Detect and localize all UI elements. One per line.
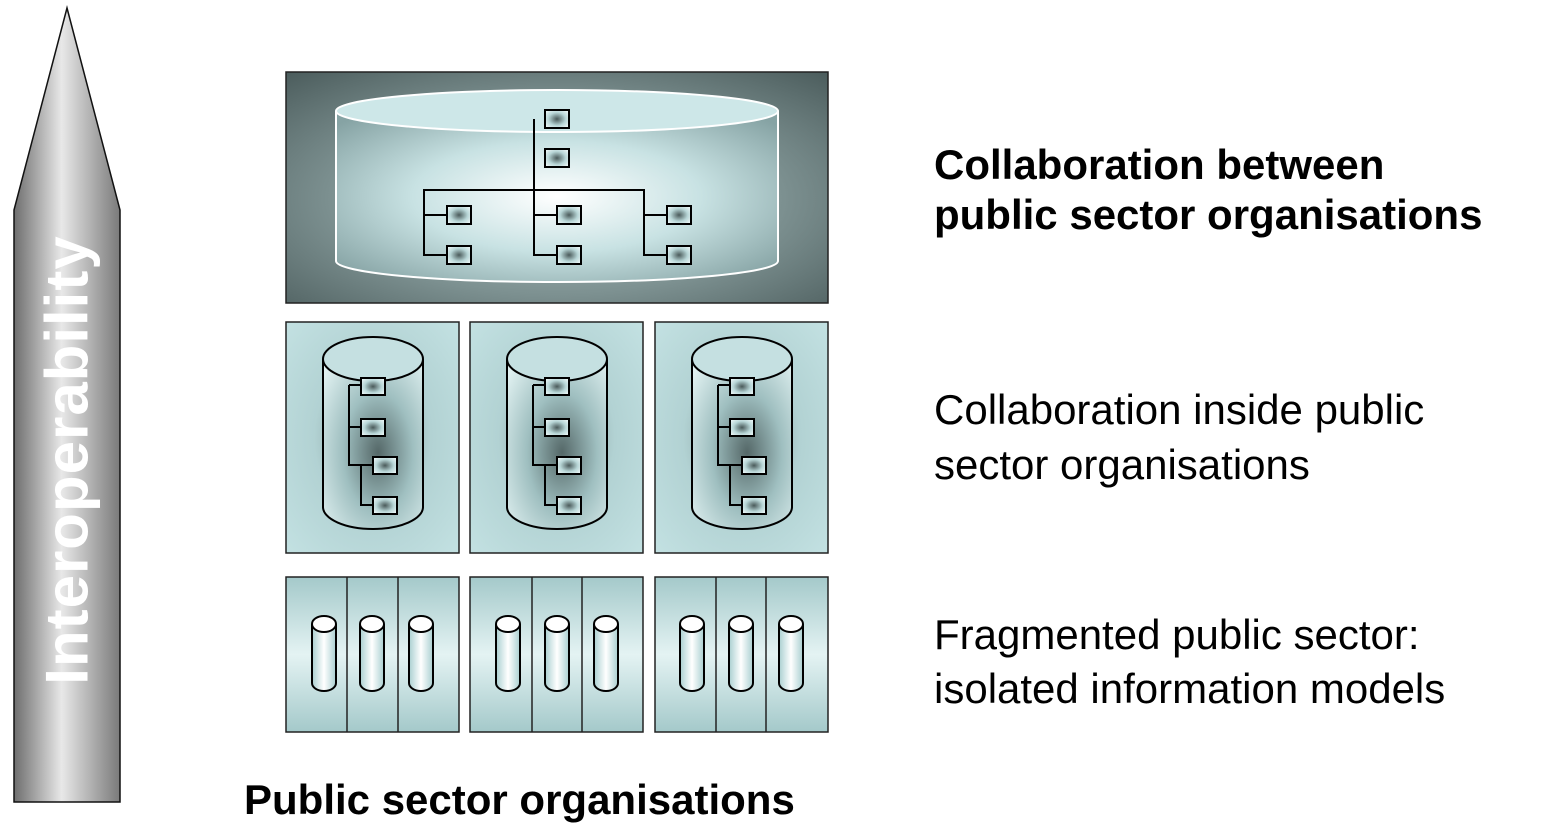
org-hierarchy-tree [423,119,668,256]
interoperability-arrow [13,5,121,803]
shared-database-cylinder [335,111,779,283]
organisation-panel-3 [654,321,829,554]
intra-organisation-panels [285,321,829,554]
tree-nodes [446,109,692,265]
interoperability-label: Interoperability [33,235,101,685]
inter-organisation-panel [285,71,829,304]
fragmented-group-2 [469,576,644,733]
level-collaboration-between-line1: Collaboration between [934,141,1385,188]
level-collaboration-inside-line1: Collaboration inside public [934,386,1425,433]
organisation-panel-2 [469,321,644,554]
fragmented-panels [285,576,829,733]
level-collaboration-between-line2: public sector organisations [934,191,1483,238]
fragmented-group-3 [654,576,829,733]
level-collaboration-inside-line2: sector organisations [934,441,1310,488]
level-fragmented-line2: isolated information models [934,665,1446,712]
bottom-axis-label: Public sector organisations [244,776,795,823]
organisation-panel-1 [285,321,460,554]
level-fragmented-line1: Fragmented public sector: [934,611,1420,658]
fragmented-group-1 [285,576,460,733]
